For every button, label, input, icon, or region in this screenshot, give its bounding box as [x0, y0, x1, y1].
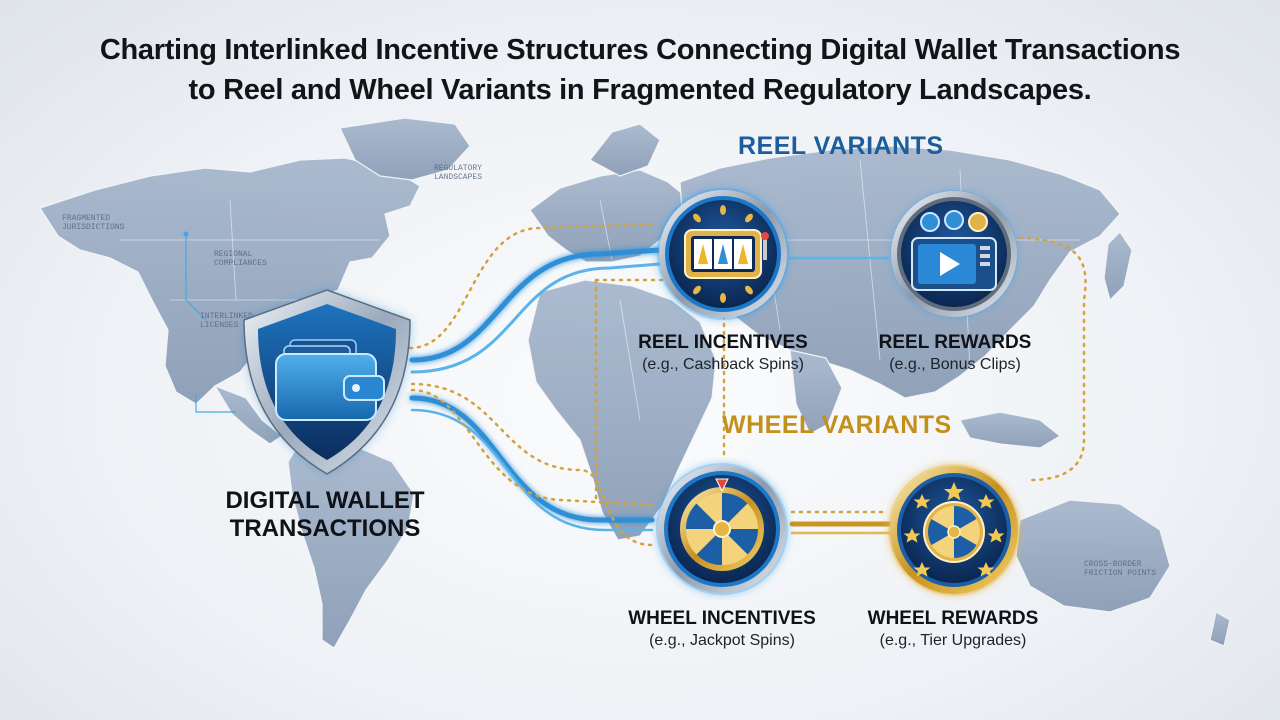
- map-label-regulatory-landscapes: REGULATORY LANDSCAPES: [434, 164, 483, 182]
- wheel-variants-heading: WHEEL VARIANTS: [722, 411, 952, 439]
- reel-incentives-title: REEL INCENTIVES: [638, 332, 808, 353]
- page-title: Charting Interlinked Incentive Structure…: [0, 30, 1280, 110]
- wallet-title-line-1: DIGITAL WALLET: [225, 487, 425, 514]
- wheel-incentives-subtitle: (e.g., Jackpot Spins): [649, 632, 795, 649]
- continent-new-zealand: [1209, 611, 1231, 647]
- continent-south-america: [287, 441, 415, 649]
- wallet-title-line-2: TRANSACTIONS: [229, 515, 421, 542]
- reel-rewards-label: REEL REWARDS (e.g., Bonus Clips): [845, 332, 1065, 376]
- star-wheel-icon: [888, 464, 1020, 596]
- wheel-incentives-label: WHEEL INCENTIVES (e.g., Jackpot Spins): [612, 608, 832, 652]
- prize-wheel-icon: [656, 463, 788, 595]
- reel-rewards-title: REEL REWARDS: [878, 332, 1032, 353]
- map-label-interlinked-licenses: INTERLINKED LICENSES: [200, 312, 253, 330]
- map-label-fragmented-jurisdictions: FRAGMENTED JURISDICTIONS: [62, 214, 125, 232]
- wheel-rewards-label: WHEEL REWARDS (e.g., Tier Upgrades): [843, 608, 1063, 652]
- dotted-right-vertical: [1018, 236, 1087, 482]
- dotted-wallet-to-wheel-2: [410, 388, 654, 507]
- reel-incentives-subtitle: (e.g., Cashback Spins): [642, 356, 804, 373]
- video-player-icon: [890, 190, 1018, 318]
- dotted-wallet-to-reel: [408, 222, 657, 350]
- wheel-incentives-title: WHEEL INCENTIVES: [628, 608, 816, 629]
- continent-australia: [1015, 499, 1171, 613]
- title-line-1: Charting Interlinked Incentive Structure…: [99, 34, 1181, 66]
- link-wallet-to-wheel-blue-2: [410, 408, 654, 532]
- title-line-2: to Reel and Wheel Variants in Fragmented…: [188, 74, 1092, 106]
- link-wallet-to-reel-2: [410, 262, 662, 374]
- continent-greenland: [339, 117, 471, 181]
- reel-rewards-subtitle: (e.g., Bonus Clips): [889, 356, 1021, 373]
- link-wallet-to-reel-1: [409, 247, 663, 363]
- continent-scandinavia: [589, 123, 661, 177]
- slot-machine-icon: [657, 188, 789, 320]
- wheel-rewards-title: WHEEL REWARDS: [867, 608, 1039, 629]
- reel-incentives-label: REEL INCENTIVES (e.g., Cashback Spins): [613, 332, 833, 376]
- dotted-wallet-to-wheel: [410, 382, 654, 547]
- wheel-rewards-subtitle: (e.g., Tier Upgrades): [879, 632, 1027, 649]
- continent-japan: [1103, 231, 1133, 302]
- continent-india: [789, 349, 843, 435]
- continent-central-america: [213, 384, 284, 445]
- wallet-node-label: DIGITAL WALLET TRANSACTIONS: [205, 487, 445, 543]
- reel-variants-heading: REEL VARIANTS: [738, 132, 944, 160]
- link-wallet-to-wheel-blue: [409, 395, 655, 523]
- map-label-cross-border-friction: CROSS-BORDER FRICTION POINTS: [1084, 560, 1157, 578]
- wallet-shield-icon: [243, 289, 411, 475]
- continent-sea-islands: [959, 411, 1062, 449]
- map-label-regional-compliances: REGIONAL COMPLIANCES: [214, 250, 267, 268]
